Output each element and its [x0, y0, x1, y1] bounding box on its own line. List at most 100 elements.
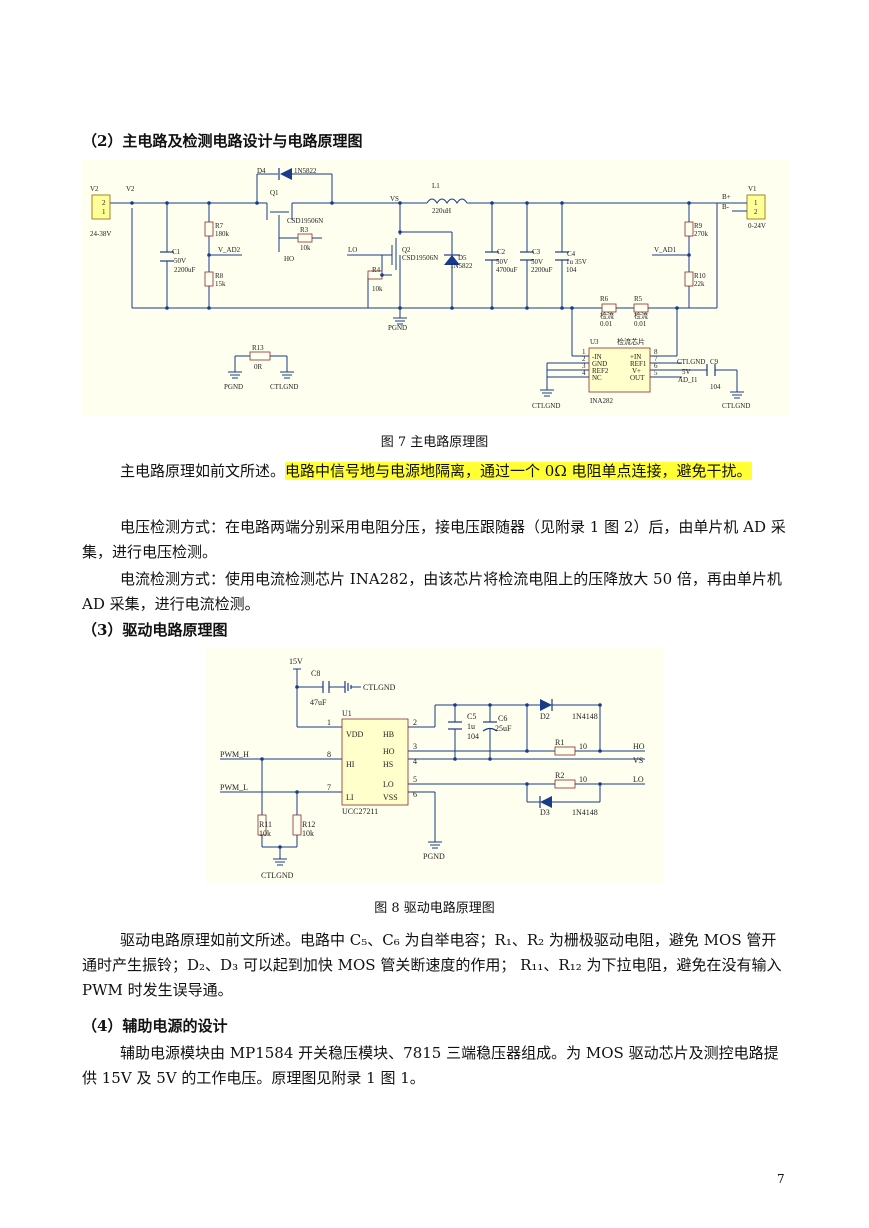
- vad1-label: V_AD1: [654, 246, 677, 254]
- u1-li: LI: [346, 793, 354, 802]
- u1-vdd: VDD: [346, 730, 364, 739]
- c1-value: 2200uF: [174, 266, 196, 274]
- r5-type: 检流: [634, 311, 648, 320]
- u1-pin2: 2: [413, 718, 417, 727]
- c5-value1: 1u: [467, 722, 475, 731]
- r5-value: 0.01: [634, 320, 647, 328]
- u3-pin7: 7: [654, 355, 658, 363]
- r9-value: 270k: [694, 230, 709, 238]
- drive-circuit-schematic: 15V C8 47uF CTLGND U1 UCC27211 1 8 7 VDD…: [205, 647, 663, 883]
- u3-pin6: 6: [654, 362, 658, 370]
- c3-voltage: 50V: [531, 258, 543, 266]
- r11-value: 10k: [259, 829, 271, 838]
- d4-value: 1N5822: [294, 167, 317, 175]
- q2-label: Q2: [402, 246, 411, 254]
- u3-vplus: V+: [632, 367, 641, 375]
- net-5v: 5V: [682, 368, 691, 376]
- paragraph-main-circuit-text: 主电路原理如前文所述。: [120, 462, 286, 480]
- d2-value: 1N4148: [572, 712, 598, 721]
- v1-range: 0-24V: [748, 222, 766, 230]
- q1-value: CSD19506N: [287, 217, 323, 225]
- l1-value: 220uH: [432, 207, 451, 215]
- drive-vs-label: VS: [633, 756, 643, 765]
- u3-label: U3: [590, 338, 599, 346]
- c2-label: C2: [497, 248, 506, 256]
- u3-gnd: GND: [592, 360, 607, 368]
- c3-label: C3: [532, 248, 541, 256]
- c6-label: C6: [498, 714, 507, 723]
- u1-pin3: 3: [413, 742, 417, 751]
- v2-net-label: V2: [126, 185, 135, 193]
- r6-label: R6: [600, 295, 609, 303]
- r9-label: R9: [694, 222, 703, 230]
- u3-title: 检流芯片: [617, 337, 645, 346]
- r8-value: 15k: [215, 280, 226, 288]
- v1-label: V1: [748, 185, 757, 193]
- page-number: 7: [777, 1172, 785, 1186]
- c4-label: C4: [567, 250, 576, 258]
- drive-lo-label: LO: [633, 775, 644, 784]
- paragraph-aux-power: 辅助电源模块由 MP1584 开关稳压模块、7815 三端稳压器组成。为 MOS…: [82, 1044, 779, 1087]
- u3-pin4: 4: [582, 369, 586, 377]
- drive-15v-label: 15V: [289, 657, 303, 666]
- drive-ctlgnd-top: CTLGND: [363, 683, 396, 692]
- r2-value: 10: [579, 775, 587, 784]
- v1-pin2: 2: [754, 208, 758, 216]
- u3-ref1: REF1: [630, 360, 647, 368]
- r12-value: 10k: [302, 829, 314, 838]
- vs-label: VS: [390, 195, 399, 203]
- paragraph-drive-circuit: 驱动电路原理如前文所述。电路中 C₅、C₆ 为自举电容；R₁、R₂ 为栅极驱动电…: [82, 931, 782, 999]
- r3-value: 10k: [300, 244, 311, 252]
- drive-ho-label: HO: [633, 742, 645, 751]
- d4-label: D4: [257, 167, 266, 175]
- r4-value: 10k: [372, 285, 383, 293]
- u3-pin8: 8: [654, 348, 658, 356]
- lo-label: LO: [348, 246, 357, 254]
- q2-value: CSD19506N: [402, 254, 438, 262]
- section-3-title: （3）驱动电路原理图: [82, 621, 228, 639]
- d3-label: D3: [540, 808, 550, 817]
- d2-label: D2: [540, 712, 550, 721]
- u1-hb: HB: [383, 730, 394, 739]
- u3-pos-in: +IN: [630, 353, 641, 361]
- u1-pin1: 1: [327, 718, 331, 727]
- vad2-label: V_AD2: [218, 246, 241, 254]
- pgnd-label: PGND: [388, 324, 407, 332]
- c5-label: C5: [467, 712, 476, 721]
- figure-8-caption: 图 8 驱动电路原理图: [374, 901, 495, 916]
- u3-pin1: 1: [582, 348, 586, 356]
- r1-label: R1: [555, 738, 564, 747]
- r5-label: R5: [634, 295, 643, 303]
- r12-label: R12: [302, 820, 315, 829]
- r11-label: R11: [259, 820, 272, 829]
- r7-label: R7: [215, 222, 224, 230]
- l1-label: L1: [432, 182, 440, 190]
- u1-hs: HS: [383, 760, 393, 769]
- c8-label: C8: [311, 669, 320, 678]
- c6-value: 25uF: [495, 724, 512, 733]
- c9-value: 104: [710, 383, 721, 391]
- ctlgnd-label-3: CTLGND: [722, 402, 750, 410]
- r13-value: 0R: [254, 363, 263, 371]
- main-circuit-schematic: V2 V2 2 1 24-38V V1 1 2 0-24V B+ B- D4 1…: [82, 160, 790, 416]
- u1-ho: HO: [383, 747, 395, 756]
- bminus-label: B-: [722, 203, 730, 211]
- section-4-title: （4）辅助电源的设计: [82, 1017, 228, 1035]
- c1-voltage: 50V: [174, 257, 186, 265]
- pwm-h-label: PWM_H: [220, 750, 249, 759]
- v1-pin1: 1: [754, 199, 758, 207]
- r10-value: 22k: [694, 280, 705, 288]
- pgnd-label-2: PGND: [224, 383, 243, 391]
- paragraph-main-circuit: 主电路原理如前文所述。电路中信号地与电源地隔离，通过一个 0Ω 电阻单点连接，避…: [82, 459, 788, 484]
- u1-hi: HI: [346, 760, 355, 769]
- ctlgnd-label-2: CTLGND: [532, 402, 560, 410]
- u3-neg-in: -IN: [592, 353, 602, 361]
- u1-pin4: 4: [413, 757, 417, 766]
- r2-label: R2: [555, 771, 564, 780]
- paragraph-current-detection: 电流检测方式：使用电流检测芯片 INA282，由该芯片将检流电阻上的压降放大 5…: [82, 570, 782, 613]
- u3-part: INA282: [590, 397, 613, 405]
- r4-label: R4: [372, 266, 381, 274]
- c1-label: C1: [172, 248, 181, 256]
- v2-pin2: 2: [102, 199, 106, 207]
- v2-label: V2: [90, 185, 99, 193]
